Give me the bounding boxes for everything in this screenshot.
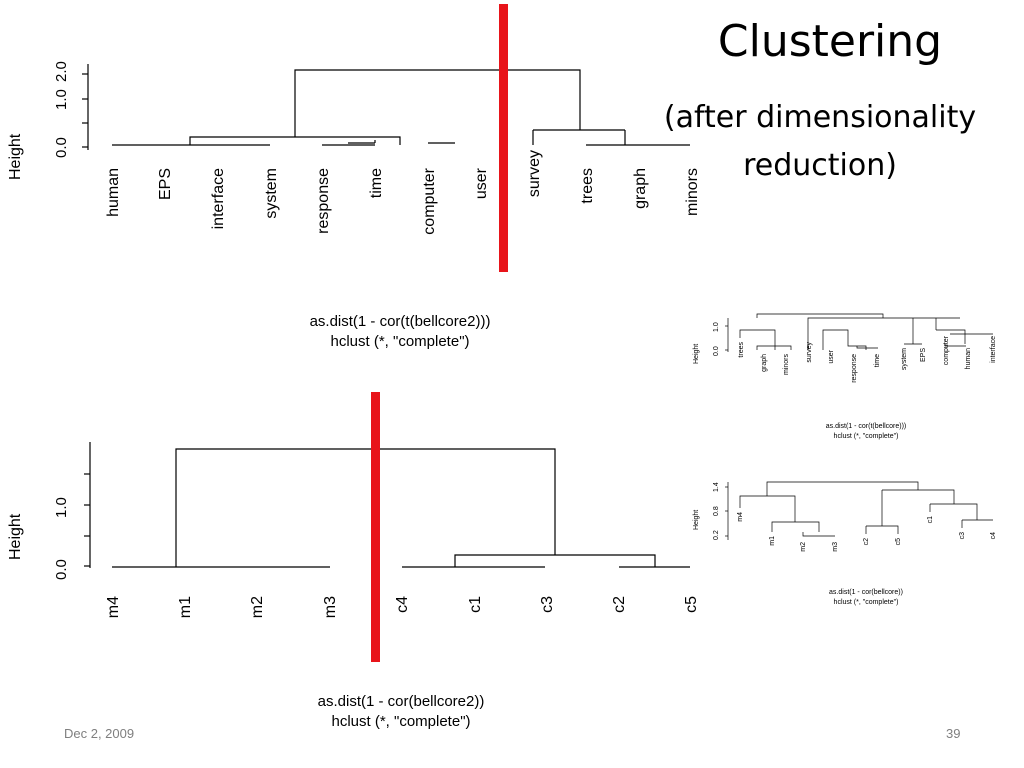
- leaf-label: computer: [421, 167, 438, 234]
- yticks-small-1: 0.0 1.0: [713, 322, 720, 356]
- subtitle-line-2: reduction): [743, 148, 897, 183]
- ytick-top-2: 2.0: [53, 61, 70, 82]
- leaf-label: computer: [943, 335, 950, 365]
- ylabel-small-1: Height: [693, 344, 700, 364]
- dendrogram-docs-bottom: [84, 442, 690, 568]
- caption-bottom: as.dist(1 - cor(bellcore2)) hclust (*, "…: [318, 693, 485, 730]
- leaves-small-2: m4 m1 m2 m3 c2 c5 c1 c3 c4: [737, 512, 997, 552]
- leaf-label: m3: [832, 542, 839, 552]
- leaf-label: c3: [959, 532, 966, 540]
- cut-line-bottom: [371, 392, 380, 662]
- leaf-label: c1: [927, 516, 934, 524]
- leaf-label: EPS: [157, 168, 174, 200]
- leaf-label: c3: [539, 596, 556, 613]
- dendrogram-terms-small: [725, 313, 993, 352]
- leaf-label: minors: [684, 168, 701, 216]
- leaf-label: trees: [579, 168, 596, 204]
- ytick-bottom-1: 1.0: [53, 497, 70, 518]
- leaf-label: m1: [769, 536, 776, 546]
- leaf-label: minors: [783, 354, 790, 376]
- caption-small-2-line-1: as.dist(1 - cor(bellcore)): [829, 589, 903, 596]
- caption-bottom-line-1: as.dist(1 - cor(bellcore2)): [318, 693, 485, 710]
- caption-top-line-1: as.dist(1 - cor(t(bellcore2))): [310, 313, 491, 330]
- slide-title: Clustering: [717, 16, 943, 67]
- leaf-label: user: [473, 167, 490, 199]
- leaf-label: EPS: [920, 348, 927, 362]
- caption-small-1: as.dist(1 - cor(t(bellcore))) hclust (*,…: [826, 423, 907, 440]
- ytick-small-2-2: 1.4: [713, 482, 720, 492]
- slide-subtitle: (after dimensionality reduction): [630, 94, 1010, 190]
- leaf-label: system: [263, 168, 280, 219]
- leaf-label: time: [368, 168, 385, 198]
- leaf-label: m2: [249, 596, 266, 618]
- leaf-label: response: [315, 168, 332, 234]
- yticks-bottom: 0.0 1.0: [53, 497, 70, 580]
- page-number: 39: [946, 726, 961, 741]
- caption-small-2: as.dist(1 - cor(bellcore)) hclust (*, "c…: [829, 589, 903, 606]
- leaf-label: c2: [863, 538, 870, 546]
- leaf-label: c4: [990, 532, 997, 540]
- leaves-bottom: m4 m1 m2 m3 c4 c1 c3 c2 c5: [105, 596, 700, 618]
- ylabel-bottom: Height: [7, 513, 24, 560]
- leaf-label: c5: [683, 596, 700, 613]
- leaves-small-1: trees graph minors survey user response …: [738, 335, 997, 382]
- leaves-top: human EPS interface system response time…: [105, 150, 701, 235]
- leaf-label: c2: [611, 596, 628, 613]
- caption-small-1-line-1: as.dist(1 - cor(t(bellcore))): [826, 423, 907, 430]
- caption-small-1-line-2: hclust (*, "complete"): [834, 433, 899, 440]
- ylabel-small-2: Height: [693, 510, 700, 530]
- yticks-small-2: 0.2 0.8 1.4: [713, 482, 720, 540]
- ytick-small-1-1: 1.0: [713, 322, 720, 332]
- leaf-label: human: [965, 348, 972, 370]
- leaf-label: time: [874, 354, 881, 367]
- leaf-label: m3: [322, 596, 339, 618]
- leaf-label: m4: [737, 512, 744, 522]
- leaf-label: m4: [105, 596, 122, 618]
- leaf-label: interface: [990, 336, 997, 363]
- leaf-label: c5: [895, 538, 902, 546]
- cut-line-top: [499, 4, 508, 272]
- dendrogram-docs-small: [725, 481, 993, 540]
- leaf-label: interface: [210, 168, 227, 229]
- leaf-label: c1: [467, 596, 484, 613]
- ytick-bottom-0: 0.0: [53, 559, 70, 580]
- leaf-label: m1: [177, 596, 194, 618]
- leaf-label: survey: [526, 150, 543, 197]
- caption-bottom-line-2: hclust (*, "complete"): [331, 713, 470, 730]
- leaf-label: c4: [394, 596, 411, 613]
- leaf-label: system: [901, 348, 908, 370]
- ytick-top-1: 1.0: [53, 89, 70, 110]
- caption-small-2-line-2: hclust (*, "complete"): [834, 599, 899, 606]
- caption-top: as.dist(1 - cor(t(bellcore2))) hclust (*…: [310, 313, 491, 350]
- footer-date: Dec 2, 2009: [64, 726, 135, 741]
- leaf-label: response: [851, 354, 858, 383]
- leaf-label: m2: [800, 542, 807, 552]
- ytick-small-2-0: 0.2: [713, 530, 720, 540]
- ytick-small-1-0: 0.0: [713, 346, 720, 356]
- ytick-top-0: 0.0: [53, 137, 70, 158]
- leaf-label: user: [828, 349, 835, 363]
- subtitle-line-1: (after dimensionality: [663, 100, 977, 135]
- leaf-label: human: [105, 168, 122, 217]
- yticks-top: 0.0 1.0 2.0: [53, 61, 70, 158]
- ylabel-top: Height: [7, 133, 24, 180]
- leaf-label: graph: [632, 168, 649, 209]
- caption-top-line-2: hclust (*, "complete"): [330, 333, 469, 350]
- leaf-label: trees: [738, 342, 745, 358]
- leaf-label: survey: [806, 342, 813, 363]
- ytick-small-2-1: 0.8: [713, 506, 720, 516]
- dendrogram-terms-top: [82, 64, 690, 150]
- leaf-label: graph: [761, 354, 768, 372]
